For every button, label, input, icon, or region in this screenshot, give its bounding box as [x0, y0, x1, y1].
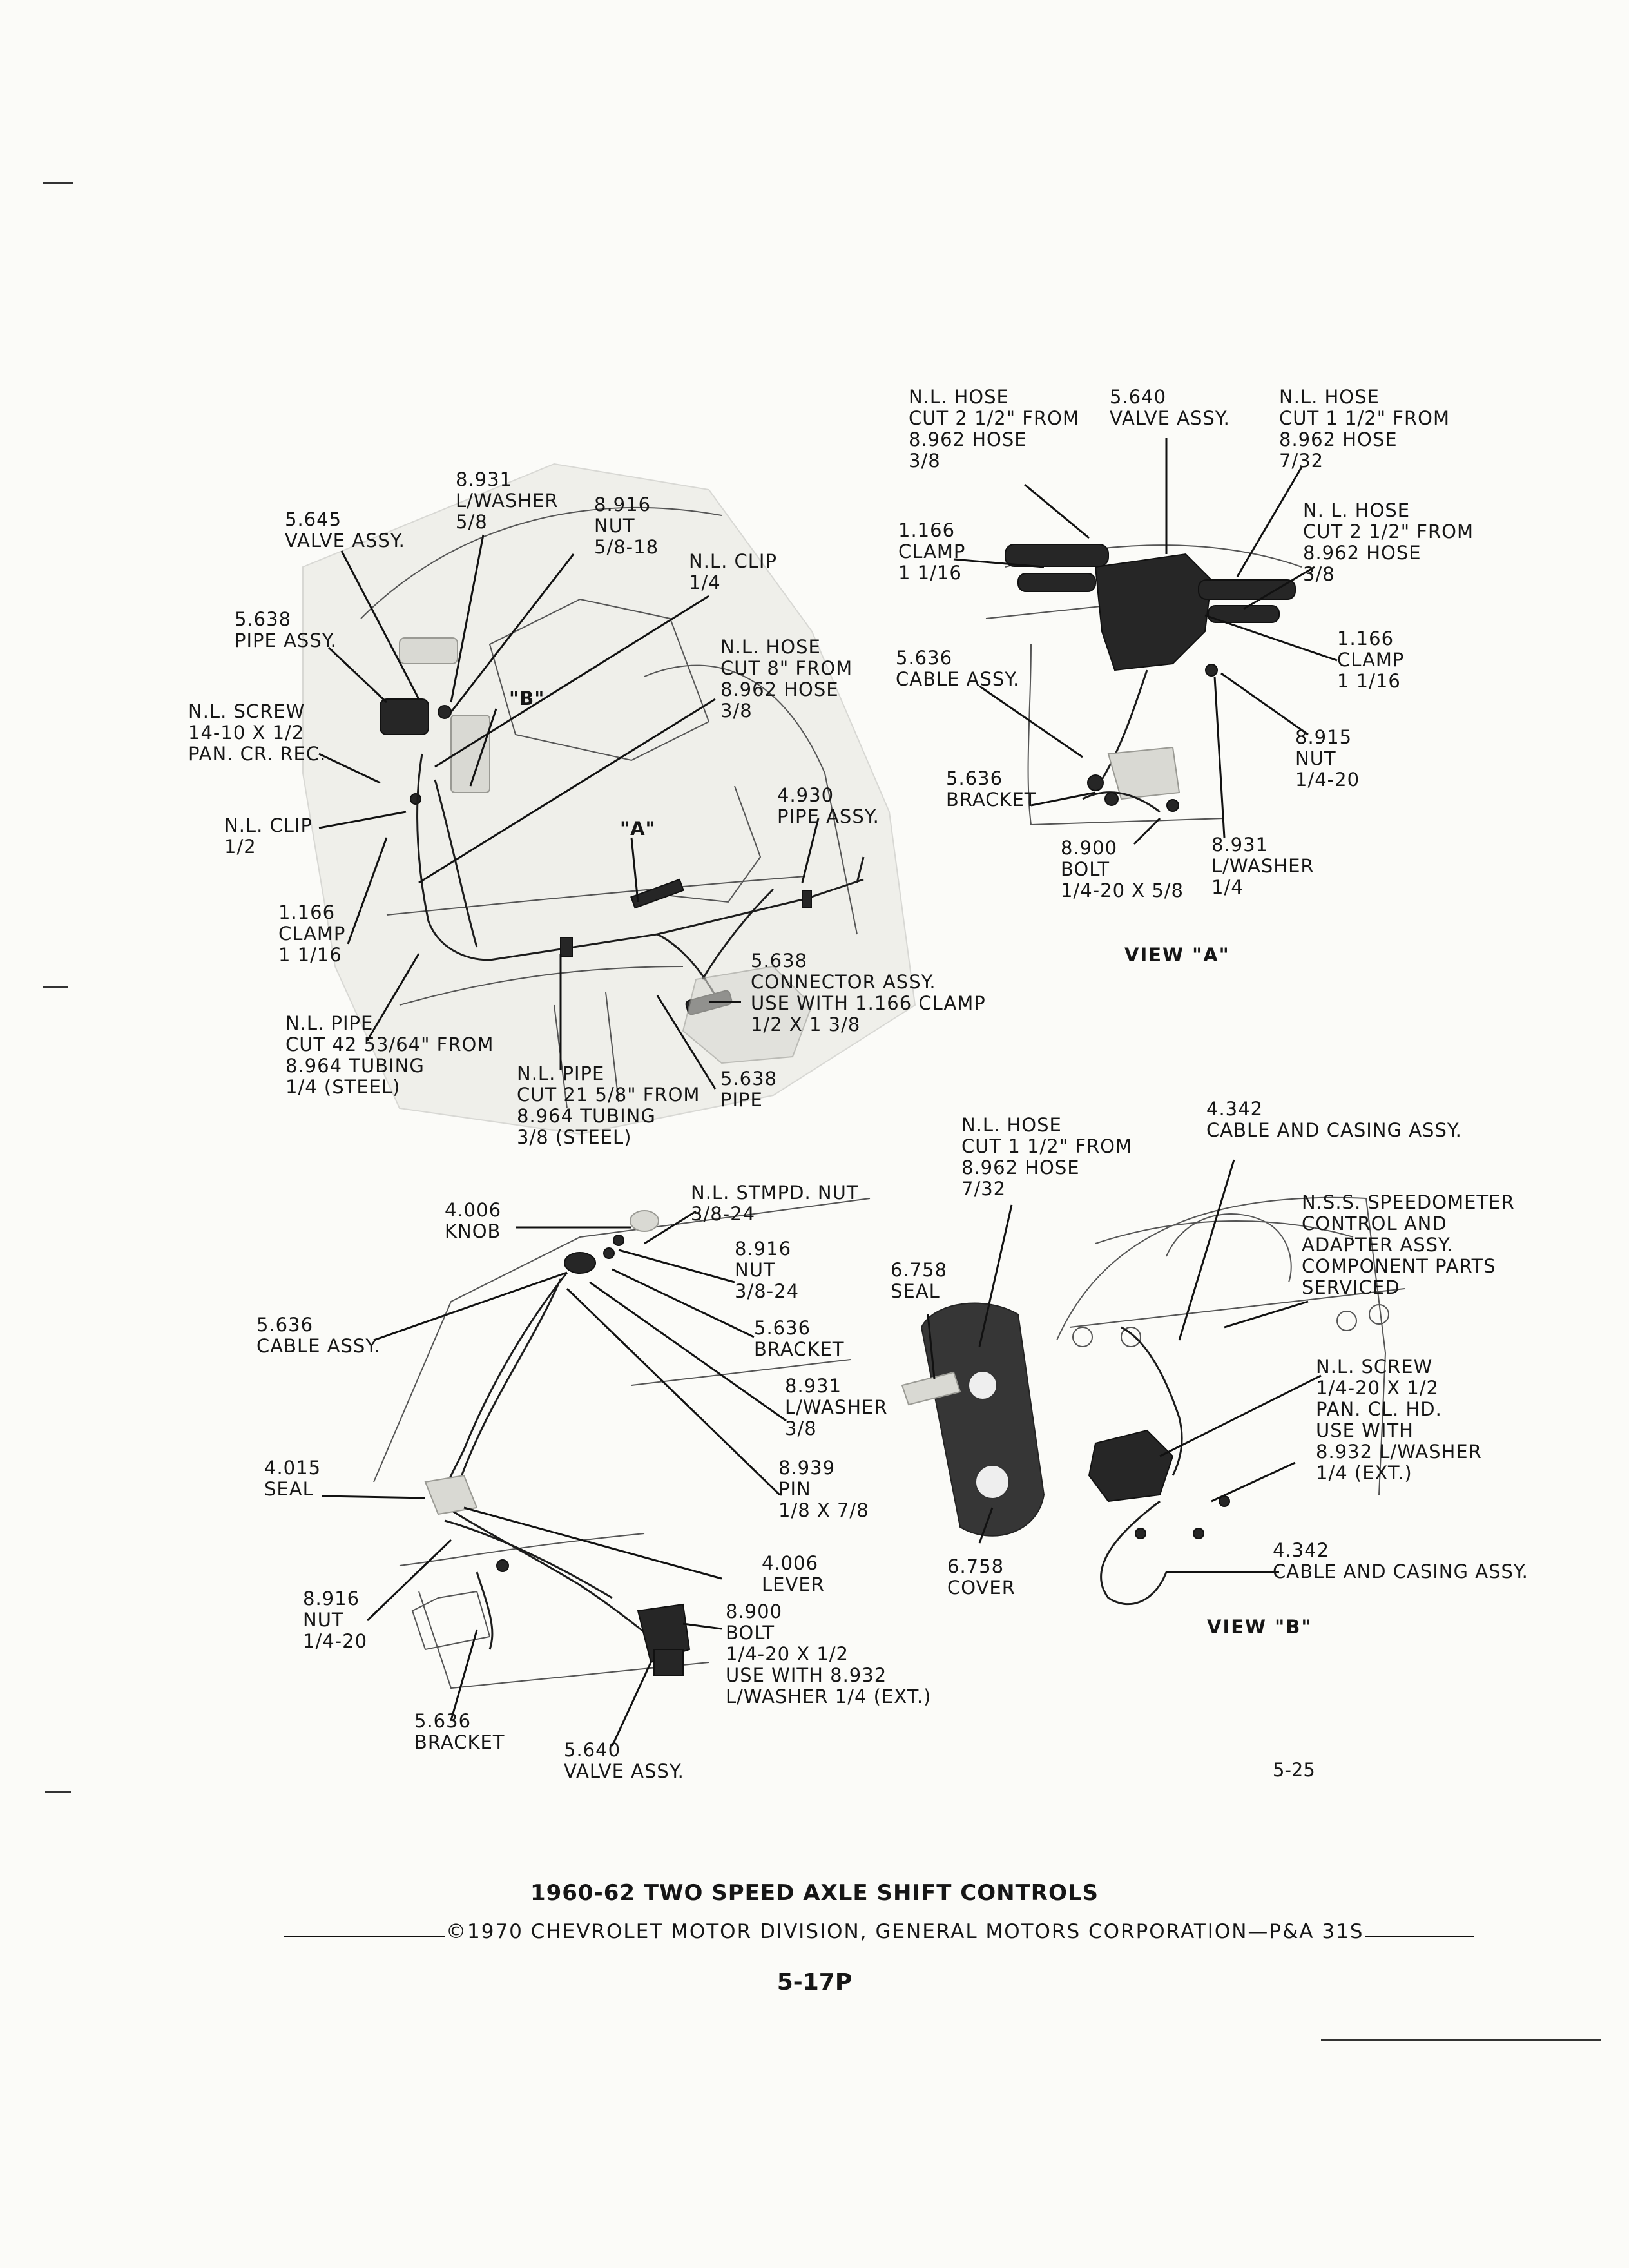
page-number: 5-17P [776, 1969, 853, 1995]
view-b-illustration [901, 1196, 1405, 1606]
view-a-label: VIEW "A" [1124, 944, 1230, 966]
margin-mark-middle [43, 986, 68, 988]
view-a-illustration [985, 544, 1302, 826]
document-title: 1960-62 TWO SPEED AXLE SHIFT CONTROLS [530, 1880, 1099, 1906]
figure-number: 5-25 [1273, 1759, 1315, 1781]
leader-lines [318, 438, 1338, 1747]
engine-bay-illustration [302, 463, 916, 1135]
margin-mark-bottom [45, 1791, 71, 1793]
shift-lever-illustration [373, 1198, 871, 1689]
copyright-rule-left [284, 1936, 445, 1937]
copyright-line: ©1970 CHEVROLET MOTOR DIVISION, GENERAL … [284, 1917, 1508, 1943]
callout-ref-b: "B" [509, 687, 545, 709]
copyright-text: ©1970 CHEVROLET MOTOR DIVISION, GENERAL … [446, 1920, 1364, 1943]
callout-ref-a: "A" [620, 818, 656, 840]
margin-mark-top [43, 182, 73, 184]
view-b-label: VIEW "B" [1207, 1616, 1313, 1638]
margin-mark-bottom-right [1321, 2039, 1601, 2041]
copyright-rule-right [1365, 1936, 1475, 1937]
